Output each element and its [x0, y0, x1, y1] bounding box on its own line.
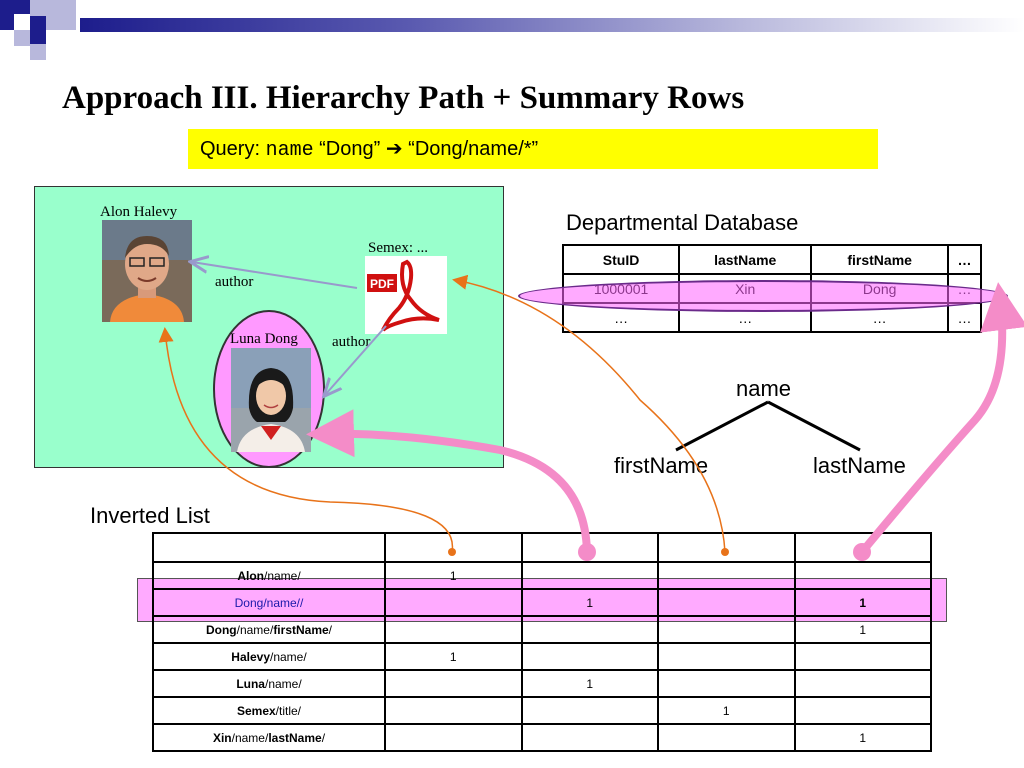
header-lastname: lastName — [678, 244, 813, 275]
tree-right-lastname: lastName — [813, 453, 906, 478]
table-cell — [384, 588, 523, 617]
table-cell — [657, 669, 796, 698]
header-more: … — [947, 244, 982, 275]
author-edge-luna — [325, 325, 387, 395]
orange-pointer-alon — [158, 327, 454, 553]
row-key: Alon/name/ — [152, 561, 386, 590]
row-key: Luna/name/ — [152, 669, 386, 698]
table-cell — [520, 696, 659, 725]
table-cell — [657, 723, 796, 752]
row-key: Xin/name/lastName/ — [152, 723, 386, 752]
query-keyword: name — [265, 139, 314, 162]
slide-title: Approach III. Hierarchy Path + Summary R… — [62, 80, 745, 116]
tree-root-name: name — [736, 376, 792, 401]
author-edge-alon — [192, 262, 358, 289]
pink-pointer-xin — [858, 282, 1024, 555]
table-cell: 1 — [793, 723, 932, 752]
edge-label-author-1: author — [215, 274, 254, 290]
edge-label-author-2: author — [332, 334, 371, 350]
table-cell — [793, 669, 932, 698]
query-rest: “Dong” ➔ “Dong/name/*” — [313, 138, 539, 160]
row-key: Dong/name// — [152, 588, 386, 617]
table-cell — [657, 642, 796, 671]
table-cell — [152, 532, 386, 563]
inverted-list-title: Inverted List — [90, 503, 210, 528]
row-key: Halevy/name/ — [152, 642, 386, 671]
table-row: Luna/name/ 1 — [152, 669, 932, 698]
table-cell: 1 — [520, 588, 659, 617]
tree-left-firstname: firstName — [614, 453, 709, 478]
table-cell — [384, 532, 523, 563]
table-row: Semex/title/ 1 — [152, 696, 932, 725]
table-cell: 1 — [520, 669, 659, 698]
document-label: Semex: ... — [368, 240, 428, 256]
orange-pointer-semex — [452, 274, 726, 553]
person-label-luna: Luna Dong — [230, 331, 298, 347]
pdf-icon: PDF — [365, 256, 447, 334]
table-cell — [793, 642, 932, 671]
table-row: Dong/name/firstName/ 1 — [152, 615, 932, 644]
tree-edge-left — [675, 400, 769, 452]
orange-dot-1 — [448, 548, 456, 556]
table-cell — [520, 642, 659, 671]
table-cell — [384, 669, 523, 698]
header-firstname: firstName — [810, 244, 950, 275]
header-stuid: StuID — [561, 244, 681, 275]
row-key: Semex/title/ — [152, 696, 386, 725]
luna-photo — [231, 348, 311, 452]
table-row: Xin/name/lastName/ 1 — [152, 723, 932, 752]
table-cell: 1 — [793, 615, 932, 644]
query-prefix: Query: — [200, 138, 266, 160]
pink-dot-2 — [578, 543, 596, 561]
query-box: Query: name “Dong” ➔ “Dong/name/*” — [188, 129, 878, 169]
table-cell: 1 — [793, 588, 932, 617]
table-cell — [793, 696, 932, 725]
table-cell — [793, 561, 932, 590]
table-cell — [657, 615, 796, 644]
pink-dot-4 — [853, 543, 871, 561]
departmental-database-title: Departmental Database — [566, 210, 799, 235]
table-cell — [520, 723, 659, 752]
table-cell — [384, 723, 523, 752]
table-row: Dong/name// 1 1 — [152, 588, 932, 617]
table-cell — [520, 615, 659, 644]
table-row: Alon/name/ 1 — [152, 561, 932, 590]
table-cell — [657, 561, 796, 590]
table-row: Halevy/name/ 1 — [152, 642, 932, 671]
table-cell — [384, 615, 523, 644]
table-cell — [657, 588, 796, 617]
table-cell — [657, 532, 796, 563]
alon-photo — [102, 220, 192, 322]
table-header-row: StuID lastName firstName … — [561, 244, 982, 275]
dept-row-highlight — [518, 280, 1008, 312]
tree-edge-right — [767, 400, 861, 452]
orange-dot-3 — [721, 548, 729, 556]
table-cell: 1 — [384, 642, 523, 671]
table-cell — [384, 696, 523, 725]
row-key: Dong/name/firstName/ — [152, 615, 386, 644]
header-gradient-bar — [80, 18, 1024, 32]
inverted-list-table: Alon/name/ 1 Dong/name// 1 1 Dong/name/f… — [152, 532, 932, 752]
table-cell: 1 — [657, 696, 796, 725]
pdf-badge-text: PDF — [370, 277, 394, 291]
person-label-alon: Alon Halevy — [100, 204, 178, 220]
pink-pointer-luna — [306, 409, 591, 553]
table-cell: 1 — [384, 561, 523, 590]
table-cell — [520, 561, 659, 590]
